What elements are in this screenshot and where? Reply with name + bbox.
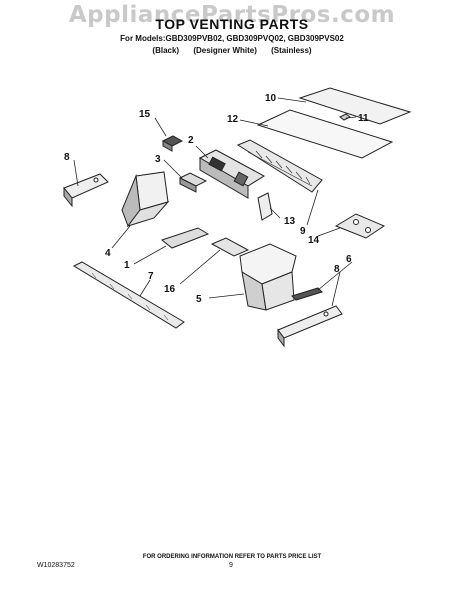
part-10-top-panel	[298, 87, 412, 125]
models-line: For Models:GBD309PVB02, GBD309PVQ02, GBD…	[120, 34, 344, 43]
part-14-latch-bracket	[334, 213, 386, 239]
callout-10: 10	[265, 93, 277, 104]
ordering-note: FOR ORDERING INFORMATION REFER TO PARTS …	[142, 554, 322, 560]
part-16-plate	[210, 237, 250, 257]
watermark: AppliancePartsPros.com	[68, 2, 396, 28]
color-variants: (Black) (Designer White) (Stainless)	[0, 46, 464, 55]
document-number: W10283752	[37, 562, 75, 569]
callout-8-left: 8	[64, 152, 70, 163]
color-stainless: (Stainless)	[271, 46, 312, 55]
part-6-clip-rail	[291, 287, 323, 301]
color-designer-white: (Designer White)	[193, 46, 257, 55]
part-11-clip	[339, 113, 351, 121]
callout-14: 14	[308, 235, 320, 246]
part-1-plate	[160, 227, 210, 249]
part-12-vent-panel	[256, 109, 394, 159]
callout-4: 4	[105, 248, 111, 259]
callout-5: 5	[196, 294, 202, 305]
callout-7: 7	[148, 271, 154, 282]
callout-1: 1	[124, 260, 130, 271]
callout-6: 6	[346, 254, 352, 265]
callout-13: 13	[284, 216, 296, 227]
part-8-right-side-bracket	[277, 305, 343, 339]
callout-8-right: 8	[334, 264, 340, 275]
part-13-bracket	[257, 192, 273, 221]
part-8-left-side-bracket	[63, 173, 109, 199]
color-black: (Black)	[152, 46, 180, 55]
callout-15: 15	[139, 109, 151, 120]
page-title: TOP VENTING PARTS	[155, 16, 309, 32]
callout-2: 2	[188, 135, 194, 146]
callout-11: 11	[358, 113, 369, 124]
callout-16: 16	[164, 284, 176, 295]
callout-12: 12	[227, 114, 239, 125]
callout-3: 3	[155, 154, 161, 165]
callout-9: 9	[300, 226, 306, 237]
page-number: 9	[229, 562, 233, 569]
